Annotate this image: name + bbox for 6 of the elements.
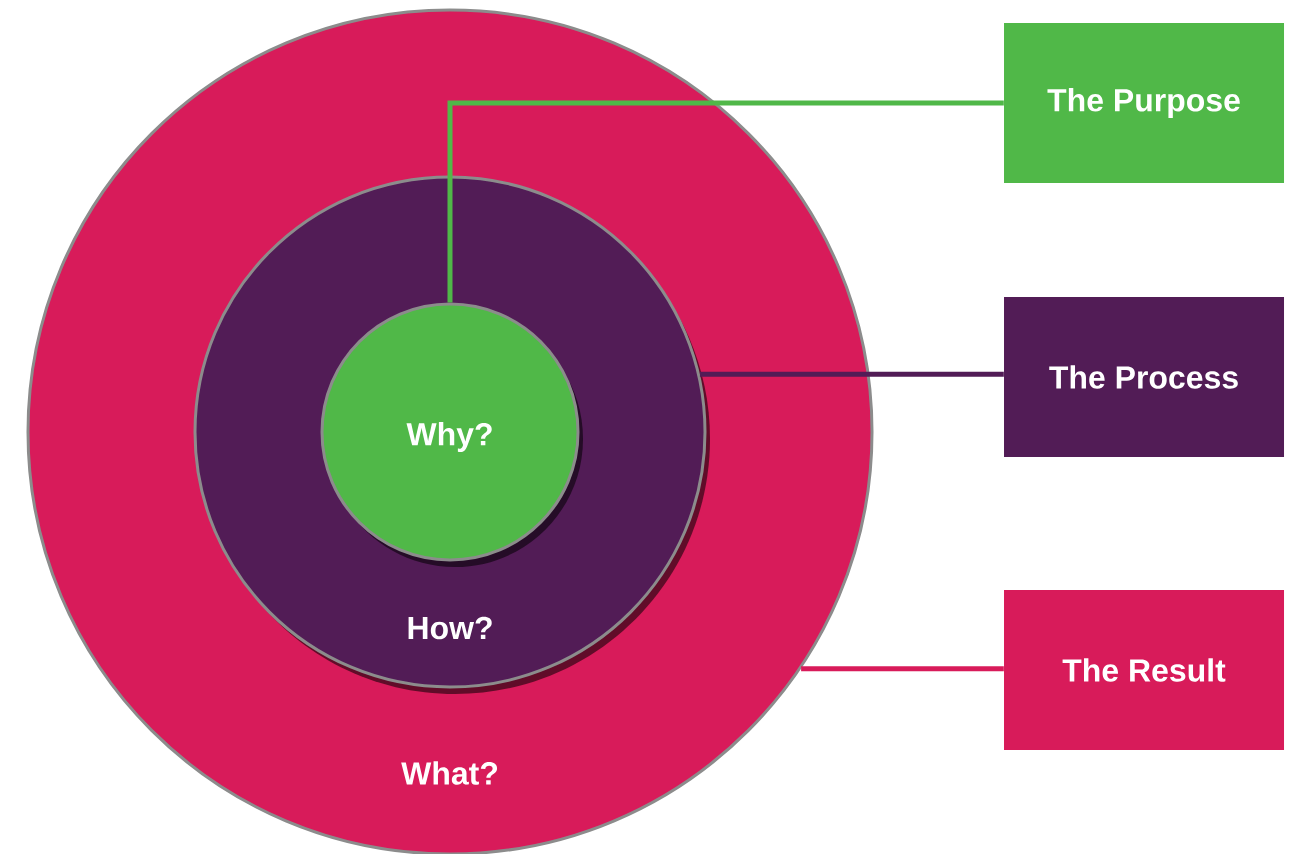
- label-box: The Process: [1004, 297, 1284, 457]
- label-box: The Result: [1004, 590, 1284, 750]
- connector-line: [447, 100, 1004, 303]
- connector-line: [801, 666, 1004, 672]
- connector-line: [699, 371, 1004, 377]
- label-box: The Purpose: [1004, 23, 1284, 183]
